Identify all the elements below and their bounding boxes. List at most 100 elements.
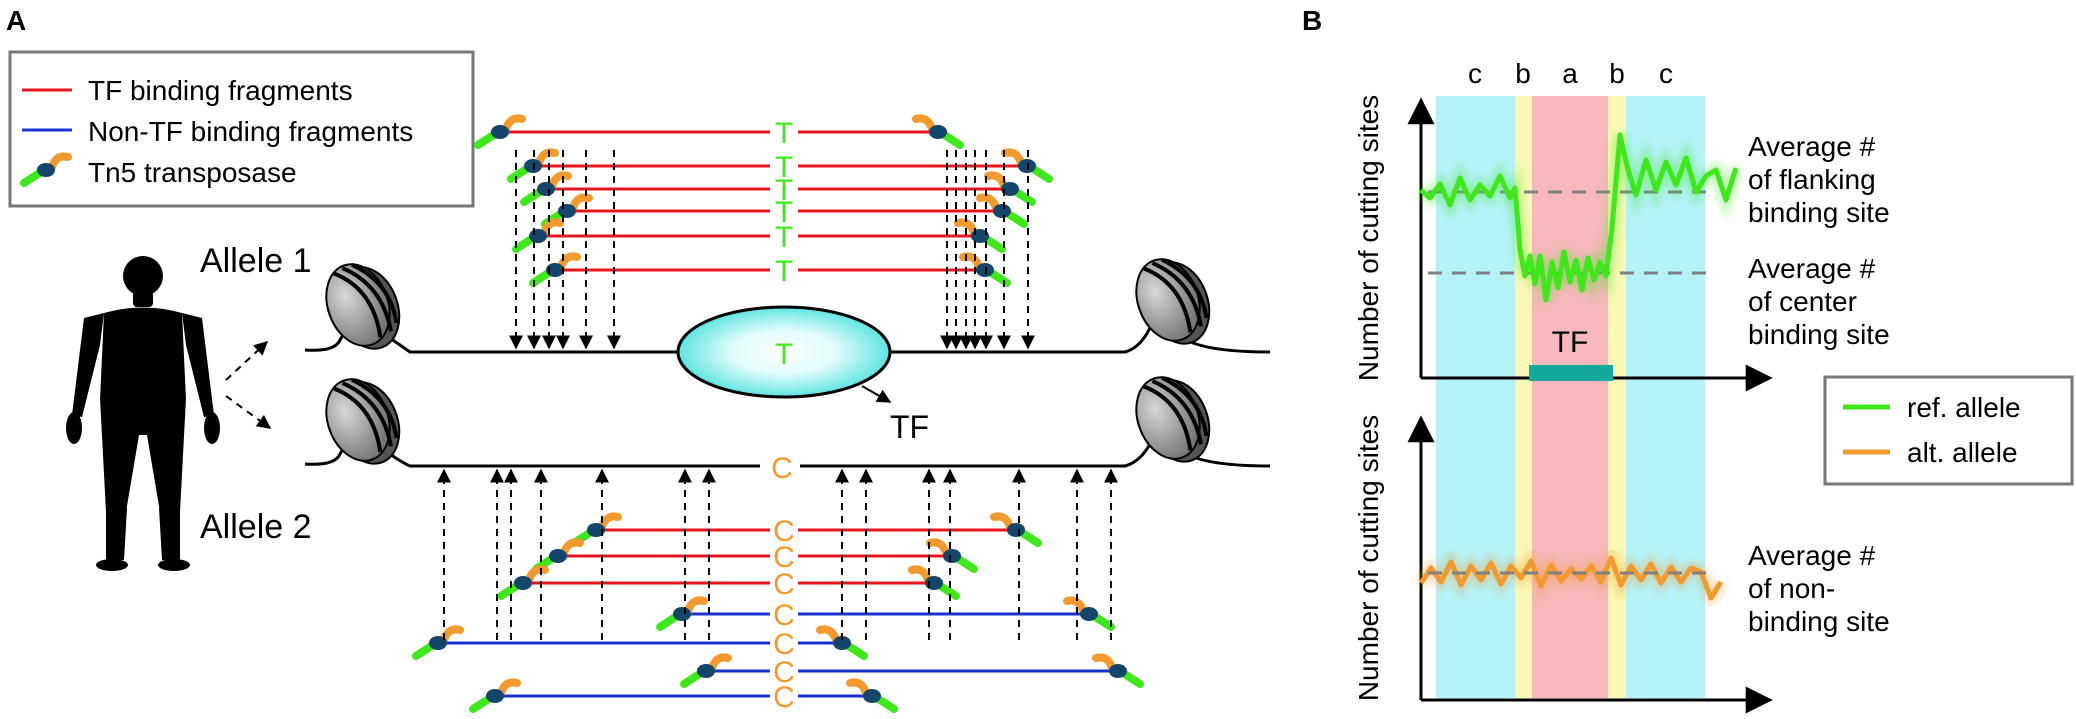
tn5-arm <box>708 653 732 672</box>
tn5-transposase-icon <box>474 114 526 149</box>
nucleosome-icon <box>325 262 401 350</box>
fragment-base: C <box>773 628 795 661</box>
tn5-transposase-icon <box>976 193 1028 228</box>
tn5-arm <box>535 148 559 167</box>
ref-allele-curve <box>1419 132 1739 303</box>
tn5-arm <box>926 538 950 557</box>
tn5-core <box>491 125 509 139</box>
tn5-transposase-icon <box>816 625 868 660</box>
tf-label: TF <box>890 409 929 445</box>
tn5-arm <box>557 252 581 271</box>
fragment-base: T <box>775 174 793 207</box>
nucleosome-icon <box>1135 375 1211 463</box>
tn5-core <box>1007 523 1025 537</box>
tn5-arm <box>684 596 708 615</box>
tn5-arm <box>981 234 1006 253</box>
fragment-base: C <box>773 541 795 574</box>
tn5-arm <box>525 565 549 584</box>
tn5-arm <box>959 252 983 271</box>
tn5-arm <box>990 512 1014 531</box>
tn5-core <box>429 636 447 650</box>
tn5-transposase-icon <box>520 171 572 206</box>
tn5-core <box>486 689 504 703</box>
tn5-arm <box>507 164 532 183</box>
tn5-arm <box>548 171 572 190</box>
tn5-transposase-icon <box>1092 653 1144 688</box>
tn5-arm <box>1003 209 1028 228</box>
tn5-arm <box>1001 148 1025 167</box>
annotation-center: Average # of center binding site <box>1748 253 1890 350</box>
fragment-base: T <box>775 221 793 254</box>
tn5-arm <box>954 218 978 237</box>
panel-b-label: B <box>1302 5 1322 36</box>
tn5-transposase-icon <box>529 252 581 287</box>
annotation-nonbinding-line2: of non- <box>1748 573 1835 604</box>
tn5-arm <box>497 678 521 697</box>
tn5-core <box>1080 607 1098 621</box>
legend-tf-label: TF binding fragments <box>88 75 353 106</box>
tn5-arm <box>529 268 554 287</box>
tn5-core <box>863 689 881 703</box>
tn5-core <box>1001 182 1019 196</box>
tn5-arm <box>816 625 840 644</box>
allele1-label: Allele 1 <box>200 242 312 280</box>
tn5-arm <box>912 114 936 133</box>
tn5-arm <box>540 218 564 237</box>
tn5-transposase-icon <box>984 171 1036 206</box>
tn5-arm <box>1017 528 1042 547</box>
tn5-core <box>514 576 532 590</box>
tn5-transposase-icon <box>497 565 549 600</box>
allele-legend: ref. allele alt. allele <box>1823 375 2074 486</box>
tn5-arm <box>908 565 932 584</box>
tf-protein <box>676 305 892 399</box>
panel-b: B c b a b c Number of cutting sites Numb… <box>1302 5 2074 714</box>
tn5-transposase-icon <box>926 538 978 573</box>
tn5-arm <box>1028 164 1053 183</box>
tn5-arm <box>474 130 499 149</box>
tn5-transposase-icon <box>469 678 521 713</box>
region-label-b: b <box>1515 58 1531 89</box>
human-silhouette-icon <box>66 256 220 571</box>
tn5-arm <box>598 512 622 531</box>
panel-a: A TF binding fragments Non-TF binding fr… <box>6 5 1271 714</box>
tn5-arm <box>656 612 681 631</box>
tn5-transposase-icon <box>990 512 1042 547</box>
legend-frame <box>8 50 475 208</box>
tf-binding-label: TF <box>1552 326 1589 359</box>
tn5-transposase-icon <box>912 114 964 149</box>
tn5-core <box>833 636 851 650</box>
legend-ref-label: ref. allele <box>1907 392 2021 423</box>
allele2-label: Allele 2 <box>200 508 312 546</box>
tn5-arm <box>1090 612 1115 631</box>
annotation-nonbinding-line3: binding site <box>1748 606 1890 637</box>
tn5-transposase-icon <box>1001 148 1053 183</box>
tn5-transposase-icon <box>512 218 564 253</box>
bottom-y-axis-label: Number of cutting sites <box>1353 415 1384 701</box>
fragment-base: C <box>773 599 795 632</box>
tn5-arm <box>935 581 960 600</box>
legend-tn5-icon <box>20 152 72 187</box>
tn5-core <box>993 204 1011 218</box>
tn5-arm <box>984 171 1008 190</box>
tn5-arm <box>512 234 537 253</box>
tn5-arm <box>440 625 464 644</box>
tn5-transposase-icon <box>1063 596 1115 631</box>
tn5-core <box>529 229 547 243</box>
tf-pointer-arrow <box>861 385 892 403</box>
legend-alt-label: alt. allele <box>1907 437 2018 468</box>
tn5-core <box>925 576 943 590</box>
top-y-axis-label: Number of cutting sites <box>1353 95 1384 381</box>
tn5-arm <box>939 130 964 149</box>
tn5-core <box>549 549 567 563</box>
tn5-arm <box>680 669 705 688</box>
tn5-core <box>587 523 605 537</box>
legend-nontf-label: Non-TF binding fragments <box>88 116 413 147</box>
tn5-transposase-icon <box>656 596 708 631</box>
tn5-arm <box>412 641 437 660</box>
region-label-a: a <box>1562 58 1578 89</box>
region-a <box>1532 96 1608 698</box>
nucleosome-icon <box>1135 257 1211 345</box>
annotation-flanking-line3: binding site <box>1748 197 1890 228</box>
